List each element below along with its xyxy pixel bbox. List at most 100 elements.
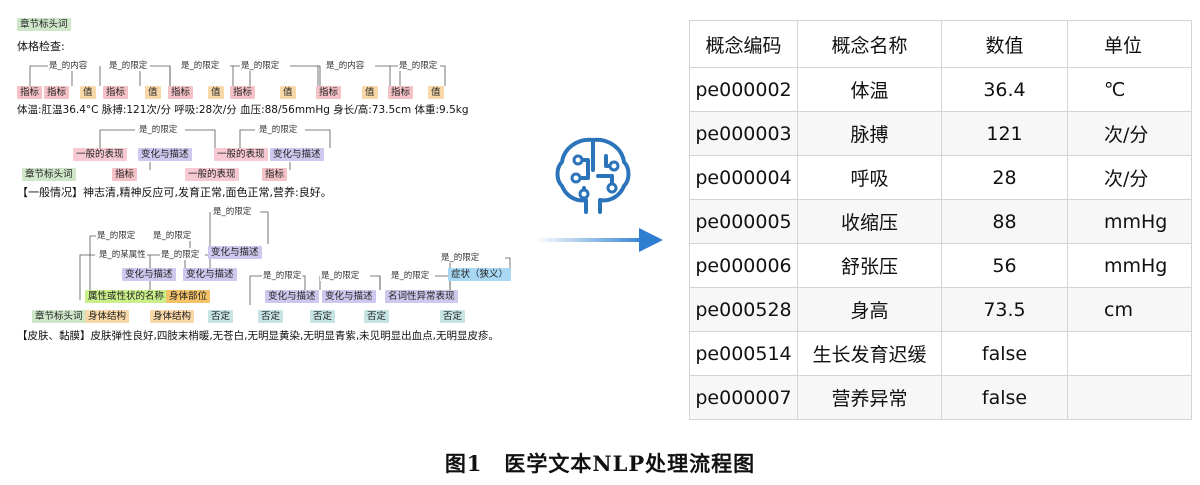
entity-tag: 身体结构 — [85, 310, 130, 323]
concept-name-cell: 营养异常 — [797, 375, 942, 420]
relation-label: 是_的限定 — [96, 231, 137, 241]
relation-label: 是_的限定 — [258, 125, 299, 135]
entity-tag: 变化与描述 — [265, 290, 319, 303]
relation-label: 是_的限定 — [262, 271, 303, 281]
unit-cell — [1067, 331, 1192, 376]
table-header-row: 概念编码 概念名称 数值 单位 — [689, 20, 1192, 68]
entity-tag: 否定 — [440, 310, 466, 323]
unit-cell: 次/分 — [1067, 155, 1192, 200]
concept-name-cell: 生长发育迟缓 — [797, 331, 942, 376]
entity-tag: 变化与描述 — [322, 290, 376, 303]
entity-tag: 一般的表现 — [185, 168, 239, 181]
section-heading: 体格检查: — [17, 40, 65, 53]
column-header: 数值 — [941, 20, 1068, 68]
entity-tag: 值 — [80, 86, 96, 99]
entity-tag: 变化与描述 — [183, 268, 237, 281]
value-cell: 73.5 — [941, 287, 1068, 332]
relation-label: 是_的内容 — [325, 61, 366, 71]
concept-name-cell: 舒张压 — [797, 243, 942, 288]
relation-label: 是_的限定 — [138, 125, 179, 135]
column-header: 概念编码 — [689, 20, 798, 68]
entity-tag: 值 — [362, 86, 378, 99]
relation-label: 是_的限定 — [398, 61, 439, 71]
value-cell: 56 — [941, 243, 1068, 288]
relation-label: 是_的限定 — [212, 207, 253, 217]
skin-mucosa-text: 【皮肤、黏膜】皮肤弹性良好,四肢末梢暖,无苍白,无明显黄染,无明显青紫,未见明显… — [17, 330, 500, 342]
concept-code-cell: pe000528 — [689, 287, 798, 332]
unit-cell: ℃ — [1067, 67, 1192, 112]
entity-tag: 一般的表现 — [214, 148, 268, 161]
concept-code-cell: pe000007 — [689, 375, 798, 420]
entity-tag: 指标 — [103, 86, 129, 99]
entity-tag: 一般的表现 — [73, 148, 127, 161]
ai-brain-circuit-icon — [555, 137, 631, 214]
section-tag: 章节标头词 — [22, 168, 76, 181]
unit-cell: mmHg — [1067, 243, 1192, 288]
relation-label: 是_的限定 — [390, 271, 431, 281]
unit-cell: 次/分 — [1067, 111, 1192, 156]
entity-tag: 指标 — [230, 86, 256, 99]
concept-code-cell: pe000005 — [689, 199, 798, 244]
value-cell: false — [941, 331, 1068, 376]
section-tag: 章节标头词 — [17, 18, 71, 31]
entity-tag: 指标 — [262, 168, 288, 181]
entity-tag: 指标 — [168, 86, 194, 99]
entity-tag: 变化与描述 — [270, 148, 324, 161]
vital-signs-text: 体温:肛温36.4°C 脉搏:121次/分 呼吸:28次/分 血压:88/56m… — [17, 104, 469, 116]
entity-tag: 值 — [280, 86, 296, 99]
entity-tag: 值 — [428, 86, 444, 99]
entity-tag: 值 — [208, 86, 224, 99]
entity-tag: 值 — [145, 86, 161, 99]
relation-label: 是_的限定 — [440, 253, 481, 263]
concept-code-cell: pe000006 — [689, 243, 798, 288]
concept-name-cell: 收缩压 — [797, 199, 942, 244]
entity-tag: 指标 — [17, 86, 43, 99]
entity-tag: 属性或性状的名称 — [85, 290, 168, 303]
relation-label: 是_的限定 — [152, 231, 193, 241]
unit-cell: cm — [1067, 287, 1192, 332]
entity-tag: 变化与描述 — [208, 246, 262, 259]
entity-tag: 指标 — [112, 168, 138, 181]
relation-label: 是_的限定 — [180, 61, 221, 71]
nlp-annotation-panel: 章节标头词 体格检查: 是_的内容 是_的限定 是_的限定 是_的限定 是_的内… — [0, 0, 520, 385]
entity-tag: 身体部位 — [166, 290, 211, 303]
entity-tag: 变化与描述 — [122, 268, 176, 281]
value-cell: 36.4 — [941, 67, 1068, 112]
entity-tag: 否定 — [310, 310, 336, 323]
relation-label: 是_的限定 — [160, 250, 201, 260]
concept-code-cell: pe000004 — [689, 155, 798, 200]
concept-name-cell: 呼吸 — [797, 155, 942, 200]
concept-code-cell: pe000003 — [689, 111, 798, 156]
concept-name-cell: 脉搏 — [797, 111, 942, 156]
entity-tag: 名词性异常表现 — [385, 290, 458, 303]
value-cell: 88 — [941, 199, 1068, 244]
relation-label: 是_的某属性 — [98, 250, 147, 260]
concept-code-cell: pe000514 — [689, 331, 798, 376]
relation-label: 是_的限定 — [320, 271, 361, 281]
column-header: 单位 — [1067, 20, 1192, 68]
entity-tag: 身体结构 — [150, 310, 195, 323]
relation-label: 是_的内容 — [48, 61, 89, 71]
general-condition-text: 【一般情况】神志清,精神反应可,发育正常,面色正常,营养:良好。 — [17, 186, 332, 199]
relation-label: 是_的限定 — [108, 61, 149, 71]
figure-caption: 图1 医学文本NLP处理流程图 — [444, 451, 756, 476]
unit-cell — [1067, 375, 1192, 420]
value-cell: false — [941, 375, 1068, 420]
entity-tag: 变化与描述 — [138, 148, 192, 161]
value-cell: 121 — [941, 111, 1068, 156]
entity-tag: 否定 — [258, 310, 284, 323]
column-header: 概念名称 — [797, 20, 942, 68]
entity-tag: 指标 — [316, 86, 342, 99]
section-tag: 章节标头词 — [32, 310, 86, 323]
entity-tag: 否定 — [364, 310, 390, 323]
concept-code-cell: pe000002 — [689, 67, 798, 112]
entity-tag: 否定 — [208, 310, 234, 323]
